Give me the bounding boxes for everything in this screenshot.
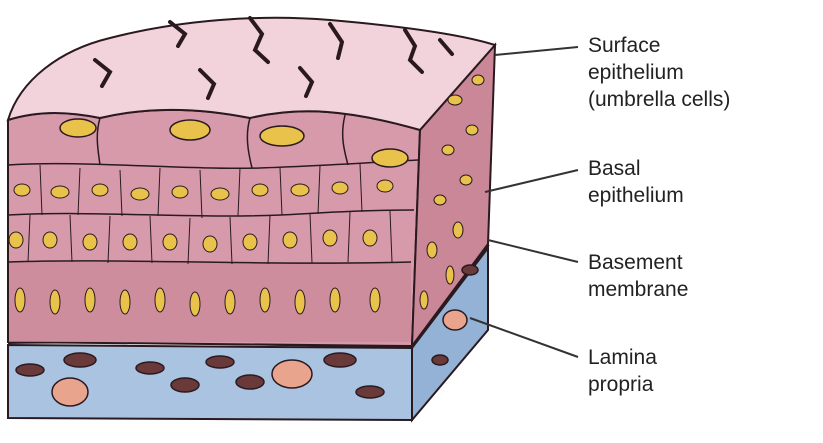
leader-lines — [469, 46, 579, 358]
label-surface-line-2: epithelium — [588, 61, 684, 84]
surface-top — [6, 16, 497, 132]
surface-hatching — [93, 16, 454, 100]
label-basal-line-1: Basal — [588, 157, 641, 180]
umbrella-nuclei — [59, 118, 409, 168]
label-lamina-line-1: Lamina — [588, 346, 657, 369]
label-surface-epithelium: Surface epithelium (umbrella cells) — [588, 32, 730, 113]
lamina-cells — [15, 264, 479, 407]
leader-surface — [494, 46, 579, 56]
label-basal-line-2: epithelium — [588, 184, 684, 207]
basal-zone — [9, 262, 411, 342]
label-surface-line-3: (umbrella cells) — [588, 88, 731, 111]
label-lamina-propria: Lamina propria — [588, 344, 657, 398]
label-basement-line-2: membrane — [588, 278, 689, 301]
intermediate-cell-walls — [27, 163, 393, 265]
leader-basement — [487, 239, 579, 263]
label-basement-membrane: Basement membrane — [588, 249, 688, 303]
side-face-cells — [419, 74, 485, 310]
label-basal-epithelium: Basal epithelium — [588, 155, 684, 209]
intermediate-nuclei — [8, 179, 394, 253]
label-lamina-line-2: propria — [588, 373, 654, 396]
leader-basal — [484, 169, 579, 193]
label-surface-line-1: Surface — [588, 34, 661, 57]
label-basement-line-1: Basement — [588, 251, 683, 274]
leader-lamina — [469, 317, 579, 358]
basal-nuclei — [14, 287, 381, 317]
